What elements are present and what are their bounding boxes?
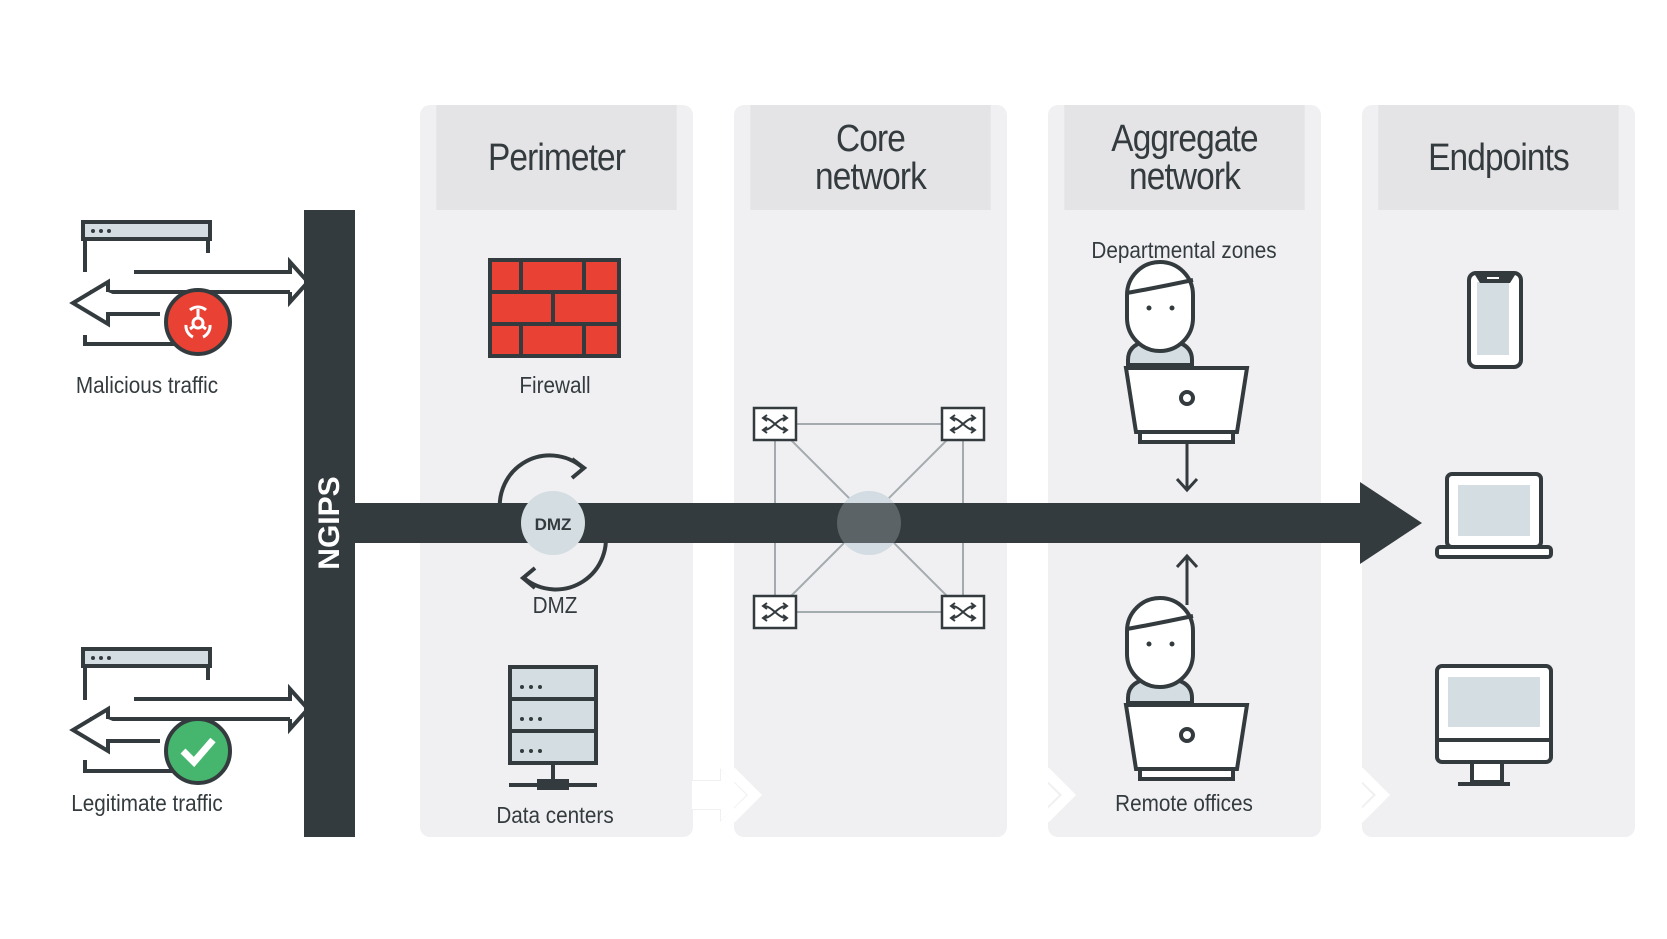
smartphone-icon	[1467, 271, 1523, 369]
laptop-icon	[1435, 472, 1553, 559]
column-connector-1	[692, 768, 762, 822]
checkmark-badge	[164, 717, 232, 785]
firewall-label: Firewall	[519, 372, 591, 398]
firewall-icon	[488, 258, 621, 358]
column-core-network: Core network	[734, 105, 1007, 837]
column-title-perimeter: Perimeter	[487, 136, 626, 179]
ngips-bar: NGIPS	[304, 210, 355, 837]
switch-icon	[940, 594, 986, 630]
traffic-flow-arrow	[352, 482, 1422, 564]
legitimate-traffic-icon	[69, 647, 311, 785]
desktop-monitor-icon	[1435, 664, 1553, 786]
column-header-aggregate-network: Aggregate network	[1064, 105, 1305, 210]
departmental-user-icon	[1123, 260, 1250, 493]
remote-user-icon	[1123, 553, 1250, 781]
column-header-endpoints: Endpoints	[1378, 105, 1619, 210]
column-title-endpoints: Endpoints	[1428, 136, 1570, 179]
dmz-badge	[521, 491, 585, 555]
ngips-label: NGIPS	[313, 476, 346, 569]
server-rack-icon	[508, 665, 598, 790]
switch-icon	[752, 406, 798, 442]
malicious-traffic-label: Malicious traffic	[75, 372, 219, 398]
checkmark-icon	[180, 737, 216, 768]
column-connector-3	[1321, 768, 1390, 822]
switch-icon	[752, 594, 798, 630]
dmz-label: DMZ	[532, 592, 578, 618]
biohazard-badge	[164, 288, 232, 356]
dmz-cycle-icon: DMZ	[497, 453, 608, 592]
remote-offices-label: Remote offices	[1115, 790, 1253, 816]
malicious-traffic-icon	[69, 220, 311, 356]
departmental-zones-label: Departmental zones	[1091, 237, 1277, 263]
column-header-perimeter: Perimeter	[436, 105, 677, 210]
switch-icon	[940, 406, 986, 442]
data-centers-label: Data centers	[496, 802, 614, 828]
column-title-aggregate-network: Aggregate network	[1111, 117, 1258, 198]
dmz-badge-label: DMZ	[535, 515, 572, 534]
column-header-core-network: Core network	[750, 105, 991, 210]
column-title-core-network: Core network	[815, 117, 927, 198]
legitimate-traffic-label: Legitimate traffic	[71, 790, 223, 816]
column-connector-2	[1007, 768, 1076, 822]
biohazard-icon	[184, 305, 212, 339]
